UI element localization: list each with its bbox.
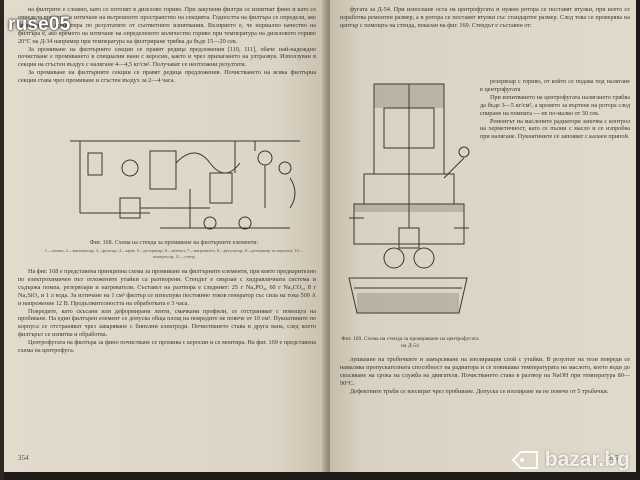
right-page: фугата за Д-54. При износване оста на це…	[330, 0, 636, 472]
paragraph: Дефектните тръби се изолират чрез пробив…	[350, 387, 609, 395]
figure-168-caption: Фиг. 168. Схема на стенда за промиване н…	[89, 240, 259, 246]
price-tag-icon	[511, 450, 539, 470]
figure-169-caption: Фиг. 169. Схема на стенда за проверяване…	[341, 336, 479, 349]
paragraph: За промиване на филтърните секции се пра…	[18, 69, 316, 85]
page-number-left: 354	[18, 454, 29, 462]
paragraph: На фиг. 168 е представена принципна схем…	[18, 268, 316, 307]
left-top-text: на филтрите е сложно, като се потопят в …	[18, 6, 316, 130]
paragraph: на филтрите е сложно, като се потопят в …	[18, 6, 316, 45]
page-number-right: 355	[608, 454, 619, 462]
paragraph: лушкване на тръбичките и замърсяване на …	[340, 356, 630, 387]
book-spread: на филтрите е сложно, като се потопят в …	[4, 0, 640, 480]
site-logo: ruse05	[8, 14, 71, 35]
paragraph: фугата за Д-54. При износване оста на це…	[340, 6, 630, 29]
paragraph: За промиване на филтърните секции се пра…	[18, 45, 316, 69]
right-side-text: резервоар с гориво, от който се подава п…	[480, 78, 630, 333]
paragraph: Центрофугата на филтъра за фино почиства…	[18, 339, 316, 355]
right-top-text: фугата за Д-54. При износване оста на це…	[340, 6, 630, 76]
right-bottom-text: лушкване на тръбичките и замърсяване на …	[340, 356, 630, 450]
paragraph: Ремонтът на маслените радиатори започва …	[480, 117, 630, 141]
figure-168-legend: 1—помпа; 2—манометър; 3—филтър; 4—кран; …	[44, 248, 304, 259]
watermark-text: bazar.bg	[544, 448, 630, 471]
stand-schematic-figure	[70, 140, 300, 230]
left-body-text: На фиг. 168 е представена принципна схем…	[18, 268, 316, 448]
left-page: на филтрите е сложно, като се потопят в …	[4, 0, 326, 472]
centrifuge-stand-figure	[348, 83, 470, 314]
paragraph: При изпитването на центрофугата налягане…	[480, 93, 630, 117]
paragraph: Повредите, като скъсани или деформирани …	[18, 307, 316, 339]
watermark: bazar.bg	[511, 448, 630, 472]
paragraph: резервоар с гориво, от който се подава п…	[480, 78, 630, 93]
